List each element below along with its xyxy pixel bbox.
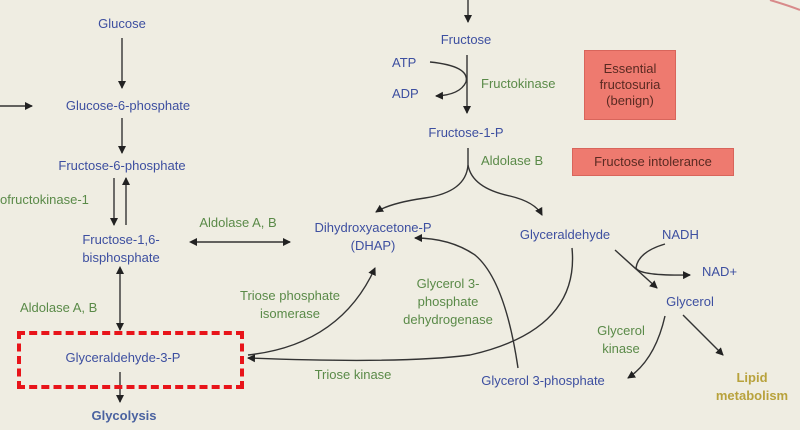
enzyme-g3pdh-line2: phosphate xyxy=(417,294,479,309)
highlight-box-glyceraldehyde-3-p xyxy=(17,331,244,389)
enzyme-phosphofructokinase-1: ofructokinase-1 xyxy=(0,192,89,207)
arrow-glycerol-g3p xyxy=(627,315,666,379)
enzyme-aldolase-ab-top: Aldolase A, B xyxy=(199,215,277,230)
arrow-nadh-nad xyxy=(635,243,691,280)
arrow-glycerol-lipid xyxy=(682,314,724,356)
enzyme-glycerol-kinase-line1: Glycerol xyxy=(597,323,645,338)
enzyme-fructokinase: Fructokinase xyxy=(481,76,556,91)
arrow-f1p-dhap xyxy=(375,148,469,213)
decorative-curve xyxy=(769,0,800,11)
enzyme-tpi-line1: Triose phosphate xyxy=(240,288,340,303)
disorder-essential-fructosuria: Essential fructosuria (benign) xyxy=(584,50,676,120)
enzyme-aldolase-ab-left: Aldolase A, B xyxy=(20,300,98,315)
enzyme-tpi-line2: isomerase xyxy=(260,306,320,321)
enzyme-glycerol-kinase-line2: kinase xyxy=(602,341,640,356)
metabolite-glycerol: Glycerol xyxy=(666,294,714,309)
pathway-lipid-metabolism-line1: Lipid xyxy=(736,370,768,385)
enzyme-g3pdh-line1: Glycerol 3- xyxy=(416,276,480,291)
metabolite-dhap-line1: Dihydroxyacetone-P xyxy=(314,220,432,235)
disorder-essential-fructosuria-line3: (benign) xyxy=(606,93,654,108)
metabolite-glucose-6-phosphate: Glucose-6-phosphate xyxy=(65,98,191,113)
metabolite-fructose-6-phosphate: Fructose-6-phosphate xyxy=(58,158,186,173)
arrow-f1p-glyceraldehyde xyxy=(467,164,543,216)
metabolite-fructose-1-6-bisphosphate-line2: bisphosphate xyxy=(82,250,160,265)
metabolite-fructose: Fructose xyxy=(440,32,492,47)
cofactor-nadh: NADH xyxy=(662,227,699,242)
enzyme-g3pdh-line3: dehydrogenase xyxy=(403,312,493,327)
arrow-atp-adp xyxy=(429,61,468,100)
disorder-essential-fructosuria-line1: Essential xyxy=(603,61,657,76)
cofactor-atp: ATP xyxy=(392,55,417,70)
disorder-essential-fructosuria-line2: fructosuria xyxy=(599,77,661,92)
metabolite-glycerol-3-phosphate: Glycerol 3-phosphate xyxy=(481,373,605,388)
arrow-g3pdh xyxy=(414,234,519,369)
metabolite-glucose: Glucose xyxy=(98,16,146,31)
disorder-fructose-intolerance: Fructose intolerance xyxy=(572,148,734,176)
metabolite-fructose-1-6-bisphosphate-line1: Fructose-1,6- xyxy=(82,232,160,247)
enzyme-triose-kinase: Triose kinase xyxy=(314,367,392,382)
cofactor-nad-plus: NAD+ xyxy=(702,264,738,279)
metabolite-dhap-line2: (DHAP) xyxy=(350,238,396,253)
metabolite-glyceraldehyde: Glyceraldehyde xyxy=(519,227,611,242)
pathway-lipid-metabolism-line2: metabolism xyxy=(715,388,789,403)
arrow-triose-kinase xyxy=(247,247,574,363)
metabolite-glyceraldehyde-3-p: Glyceraldehyde-3-P xyxy=(65,350,181,365)
arrow-tpi xyxy=(247,267,376,356)
cofactor-adp: ADP xyxy=(392,86,419,101)
disorder-fructose-intolerance-label: Fructose intolerance xyxy=(594,154,712,169)
pathway-glycolysis: Glycolysis xyxy=(91,408,157,423)
enzyme-aldolase-b: Aldolase B xyxy=(481,153,544,168)
metabolite-fructose-1-p: Fructose-1-P xyxy=(428,125,504,140)
